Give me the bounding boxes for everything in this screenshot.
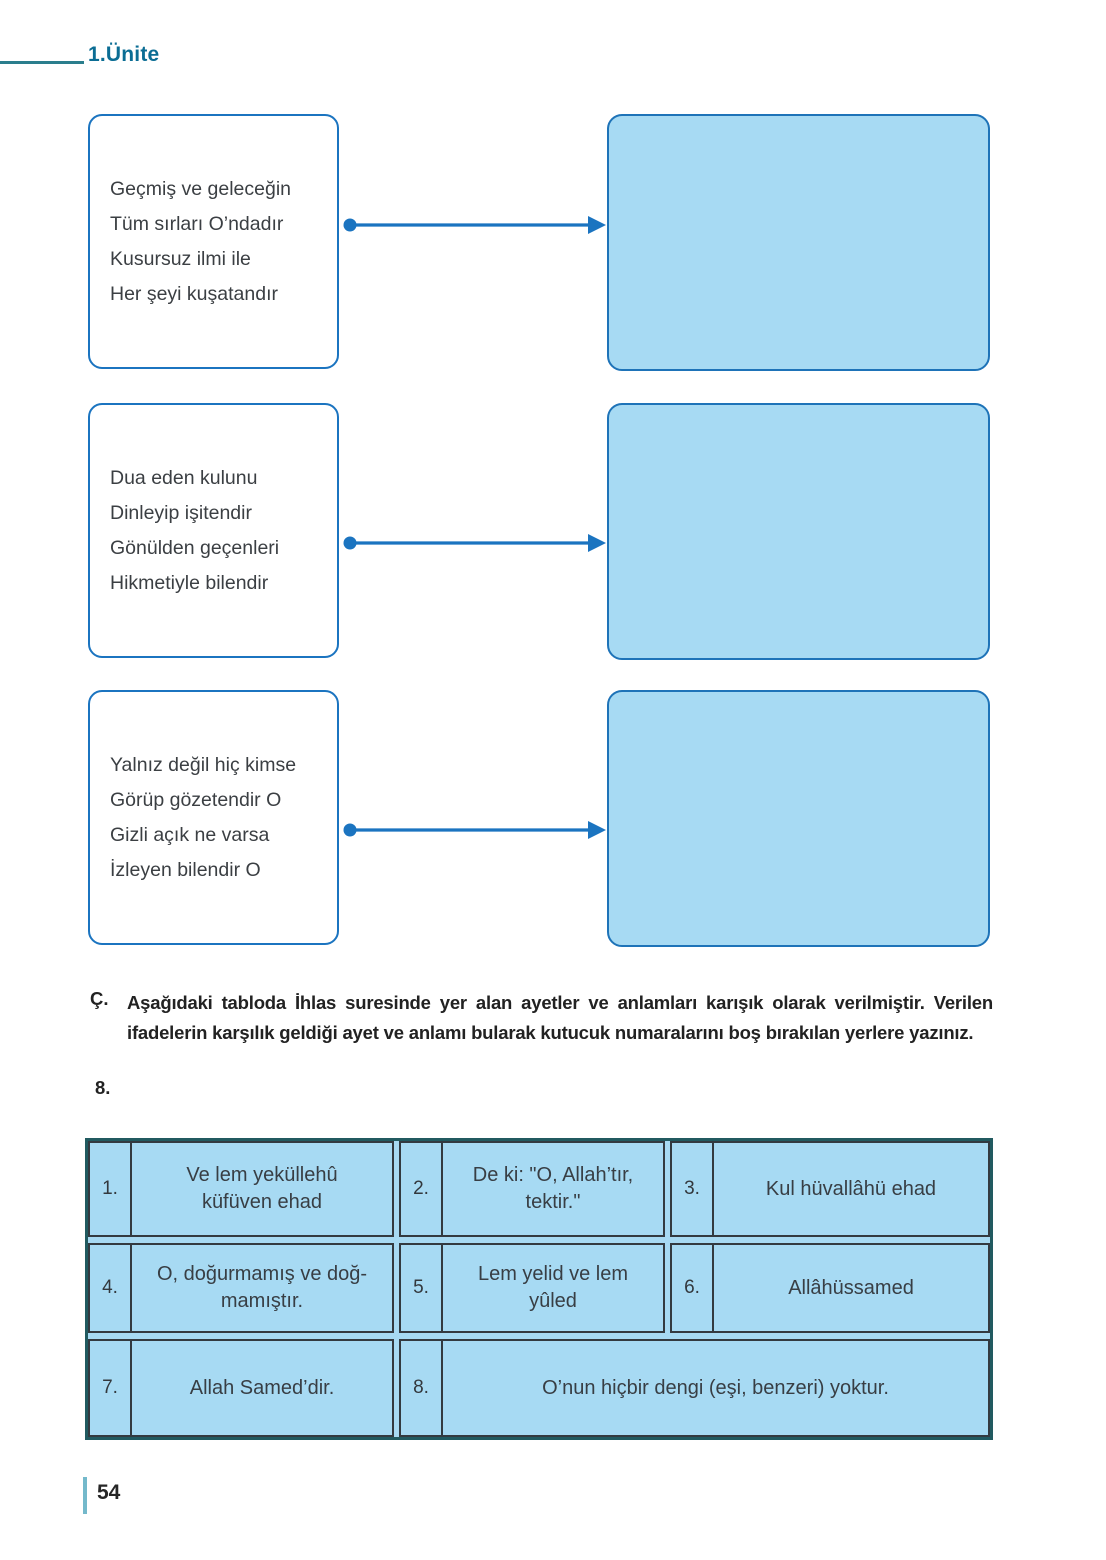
connector-arrow-icon: [343, 534, 606, 552]
table-cell-group: 5. Lem yelid ve lem yûled: [399, 1243, 665, 1333]
table-cell-group: 7. Allah Samed’dir.: [88, 1339, 394, 1437]
verse-number: 7.: [90, 1341, 132, 1435]
verse-number: 8.: [401, 1341, 443, 1435]
poem-line: Dinleyip işitendir: [110, 501, 252, 524]
answer-box-1[interactable]: [607, 114, 990, 371]
poem-line: Görüp gözetendir O: [110, 788, 282, 811]
table-cell-group: 3. Kul hüvallâhü ehad: [670, 1141, 990, 1237]
verse-text: Allah Samed’dir.: [189, 1376, 335, 1399]
verse-number: 2.: [401, 1143, 443, 1235]
poem-line: Yalnız değil hiç kimse: [110, 753, 297, 776]
table-cell-group: 1. Ve lem yeküllehû küfüven ehad: [88, 1141, 394, 1237]
poem-line: İzleyen bilendir O: [110, 858, 261, 881]
verse-text: O, doğurmamış ve doğ- mamıştır.: [156, 1263, 368, 1312]
poem-line: Gönülden geçenleri: [110, 536, 280, 559]
poem-line: Hikmetiyle bilendir: [110, 571, 269, 594]
poem-card-3: Yalnız değil hiç kimse Görüp gözetendir …: [88, 690, 339, 945]
answer-box-2[interactable]: [607, 403, 990, 660]
verse-number: 4.: [90, 1245, 132, 1331]
table-row: 1. Ve lem yeküllehû küfüven ehad 2. De k…: [88, 1141, 990, 1237]
poem-line: Gizli açık ne varsa: [110, 823, 270, 846]
poem-text: Geçmiş ve geleceğin Tüm sırları O’ndadır…: [90, 172, 291, 312]
poem-text: Dua eden kulunu Dinleyip işitendir Gönül…: [90, 461, 279, 601]
table-row: 7. Allah Samed’dir. 8. O’nun hiçbir deng…: [88, 1339, 990, 1437]
verse-number: 1.: [90, 1143, 132, 1235]
poem-line: Her şeyi kuşatandır: [110, 282, 278, 305]
poem-text: Yalnız değil hiç kimse Görüp gözetendir …: [90, 748, 296, 888]
page-number-bar: [83, 1477, 87, 1514]
verse-table: 1. Ve lem yeküllehû küfüven ehad 2. De k…: [85, 1138, 993, 1440]
exercise-instruction: Aşağıdaki tabloda İhlas suresinde yer al…: [127, 992, 993, 1043]
connector-arrow-icon: [343, 821, 606, 839]
poem-line: Dua eden kulunu: [110, 466, 258, 489]
connector-arrow-icon: [343, 216, 606, 234]
verse-number: 5.: [401, 1245, 443, 1331]
verse-number: 3.: [672, 1143, 714, 1235]
table-row: 4. O, doğurmamış ve doğ- mamıştır. 5. Le…: [88, 1243, 990, 1333]
verse-text: Kul hüvallâhü ehad: [765, 1177, 937, 1200]
answer-box-3[interactable]: [607, 690, 990, 947]
exercise-item-number: 8.: [95, 1077, 111, 1098]
poem-line: Geçmiş ve geleceğin: [110, 177, 292, 200]
poem-card-2: Dua eden kulunu Dinleyip işitendir Gönül…: [88, 403, 339, 658]
verse-text: O’nun hiçbir dengi (eşi, benzeri) yoktur…: [542, 1376, 889, 1399]
verse-number: 6.: [672, 1245, 714, 1331]
table-cell-group: 4. O, doğurmamış ve doğ- mamıştır.: [88, 1243, 394, 1333]
unit-label: 1.Ünite: [88, 43, 160, 66]
poem-line: Kusursuz ilmi ile: [110, 247, 251, 270]
verse-text: De ki: "O, Allah’tır, tektir.": [472, 1164, 634, 1213]
table-cell-group: 6. Allâhüssamed: [670, 1243, 990, 1333]
exercise-label: Ç.: [90, 988, 109, 1009]
verse-text: Lem yelid ve lem yûled: [477, 1263, 629, 1312]
table-cell-group: 8. O’nun hiçbir dengi (eşi, benzeri) yok…: [399, 1339, 990, 1437]
page-number: 54: [97, 1481, 121, 1504]
poem-line: Tüm sırları O’ndadır: [110, 212, 284, 235]
header-rule: [0, 61, 84, 64]
verse-text: Ve lem yeküllehû küfüven ehad: [186, 1164, 338, 1213]
table-cell-group: 2. De ki: "O, Allah’tır, tektir.": [399, 1141, 665, 1237]
verse-text: Allâhüssamed: [788, 1276, 914, 1299]
poem-card-1: Geçmiş ve geleceğin Tüm sırları O’ndadır…: [88, 114, 339, 369]
